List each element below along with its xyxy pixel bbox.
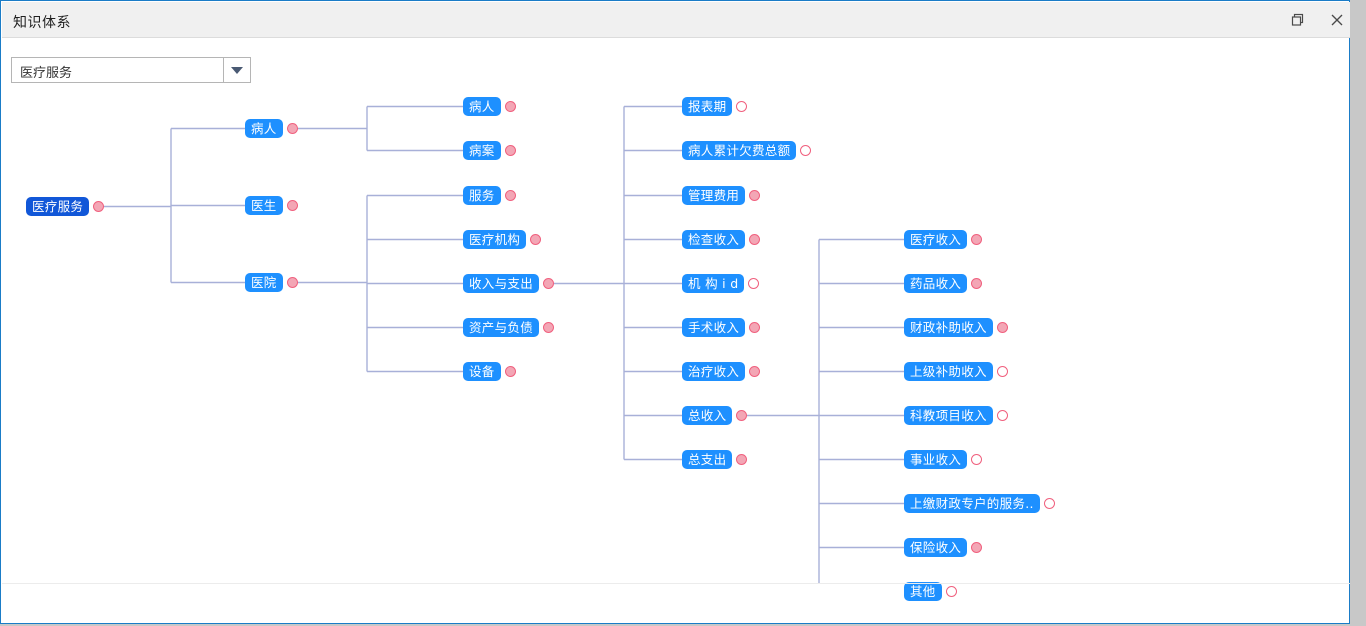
tree-node-toggle-dot[interactable] <box>543 322 554 333</box>
tree-node-toggle-dot[interactable] <box>1044 498 1055 509</box>
tree-node[interactable]: 治疗收入 <box>682 362 746 381</box>
tree-node[interactable]: 资产与负债 <box>463 318 540 337</box>
tree-node[interactable]: 设备 <box>463 362 501 381</box>
chevron-down-icon <box>231 67 243 74</box>
tree-node-toggle-dot[interactable] <box>287 123 298 134</box>
tree-node[interactable]: 财政补助收入 <box>904 318 993 337</box>
tree-node-toggle-dot[interactable] <box>997 366 1008 377</box>
tree-node-toggle-dot[interactable] <box>997 322 1008 333</box>
tree-node[interactable]: 报表期 <box>682 97 733 116</box>
tree-node-toggle-dot[interactable] <box>971 542 982 553</box>
tree-node-toggle-dot[interactable] <box>736 410 747 421</box>
tree-node-toggle-dot[interactable] <box>800 145 811 156</box>
tree-node[interactable]: 事业收入 <box>904 450 968 469</box>
tree-node-toggle-dot[interactable] <box>748 278 759 289</box>
select-value-label: 医疗服务 <box>20 66 73 81</box>
tree-node-toggle-dot[interactable] <box>971 234 982 245</box>
tree-node[interactable]: 检查收入 <box>682 230 746 249</box>
tree-node[interactable]: 其他 <box>904 582 942 601</box>
select-dropdown-button[interactable] <box>223 58 250 82</box>
tree-node[interactable]: 病人 <box>245 119 283 138</box>
tree-node-toggle-dot[interactable] <box>93 201 104 212</box>
tree-node-toggle-dot[interactable] <box>749 322 760 333</box>
tree-node[interactable]: 病案 <box>463 141 501 160</box>
tree-node[interactable]: 病人 <box>463 97 501 116</box>
tree-node-toggle-dot[interactable] <box>505 366 516 377</box>
tree-node-toggle-dot[interactable] <box>736 101 747 112</box>
tree-node[interactable]: 收入与支出 <box>463 274 540 293</box>
footer-divider <box>2 583 1350 584</box>
tree-node-toggle-dot[interactable] <box>997 410 1008 421</box>
window-title: 知识体系 <box>13 15 71 31</box>
tree-node[interactable]: 医生 <box>245 196 283 215</box>
tree-node-toggle-dot[interactable] <box>543 278 554 289</box>
tree-node-toggle-dot[interactable] <box>946 586 957 597</box>
tree-node-toggle-dot[interactable] <box>505 190 516 201</box>
tree-node-toggle-dot[interactable] <box>971 278 982 289</box>
tree-connectors <box>104 105 904 583</box>
tree-node-toggle-dot[interactable] <box>287 200 298 211</box>
tree-node-toggle-dot[interactable] <box>749 234 760 245</box>
tree-node-toggle-dot[interactable] <box>505 145 516 156</box>
tree-node[interactable]: 管理费用 <box>682 186 746 205</box>
tree-node-toggle-dot[interactable] <box>736 454 747 465</box>
tree-node[interactable]: 上缴财政专户的服务.. <box>904 494 1040 513</box>
tree-node[interactable]: 医疗服务 <box>26 197 90 216</box>
tree-node-toggle-dot[interactable] <box>749 366 760 377</box>
tree-node[interactable]: 科教项目收入 <box>904 406 993 425</box>
title-bar: 知识体系 <box>2 2 1350 38</box>
tree-node[interactable]: 上级补助收入 <box>904 362 993 381</box>
tree-node[interactable]: 病人累计欠费总额 <box>682 141 797 160</box>
tree-node-toggle-dot[interactable] <box>530 234 541 245</box>
tree-node[interactable]: 机 构 i d <box>682 274 745 293</box>
tree-node[interactable]: 药品收入 <box>904 274 968 293</box>
restore-window-icon[interactable] <box>1285 8 1311 32</box>
desktop-gutter-right <box>1350 0 1366 626</box>
tree-node-toggle-dot[interactable] <box>505 101 516 112</box>
tree-node[interactable]: 手术收入 <box>682 318 746 337</box>
tree-node[interactable]: 服务 <box>463 186 501 205</box>
tree-node[interactable]: 医疗机构 <box>463 230 527 249</box>
tree-node-toggle-dot[interactable] <box>971 454 982 465</box>
tree-node[interactable]: 总收入 <box>682 406 733 425</box>
tree-node[interactable]: 医疗收入 <box>904 230 968 249</box>
knowledge-domain-select[interactable]: 医疗服务 <box>11 57 251 83</box>
tree-node[interactable]: 保险收入 <box>904 538 968 557</box>
tree-node-toggle-dot[interactable] <box>287 277 298 288</box>
tree-node[interactable]: 医院 <box>245 273 283 292</box>
close-icon[interactable] <box>1324 8 1350 32</box>
knowledge-tree-canvas: 医疗服务 病人医生医院 病人病案服务医疗机构收入与支出资产与负债设备 报表期病人累计欠… <box>2 91 1350 601</box>
desktop-gutter-bottom <box>0 624 1366 626</box>
tree-node[interactable]: 总支出 <box>682 450 733 469</box>
tree-node-toggle-dot[interactable] <box>749 190 760 201</box>
